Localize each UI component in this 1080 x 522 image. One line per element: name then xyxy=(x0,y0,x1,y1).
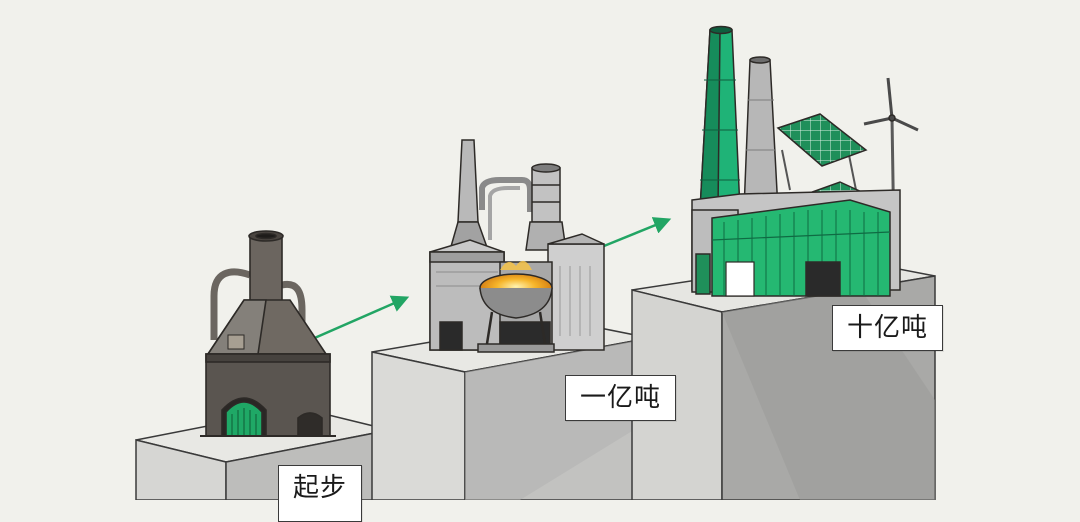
old-stone-furnace xyxy=(200,230,336,437)
steel-growth-diagram xyxy=(135,25,936,500)
blast-furnace-plant xyxy=(429,139,605,353)
stage-label-100-million-tons: 一亿吨 xyxy=(565,375,677,421)
modern-green-plant xyxy=(691,25,919,297)
stage-label-1-billion-tons: 十亿吨 xyxy=(832,305,944,351)
growth-arrow-2 xyxy=(603,217,672,248)
stage-label-start: 起步 xyxy=(278,465,363,522)
growth-arrow-1 xyxy=(309,295,410,342)
